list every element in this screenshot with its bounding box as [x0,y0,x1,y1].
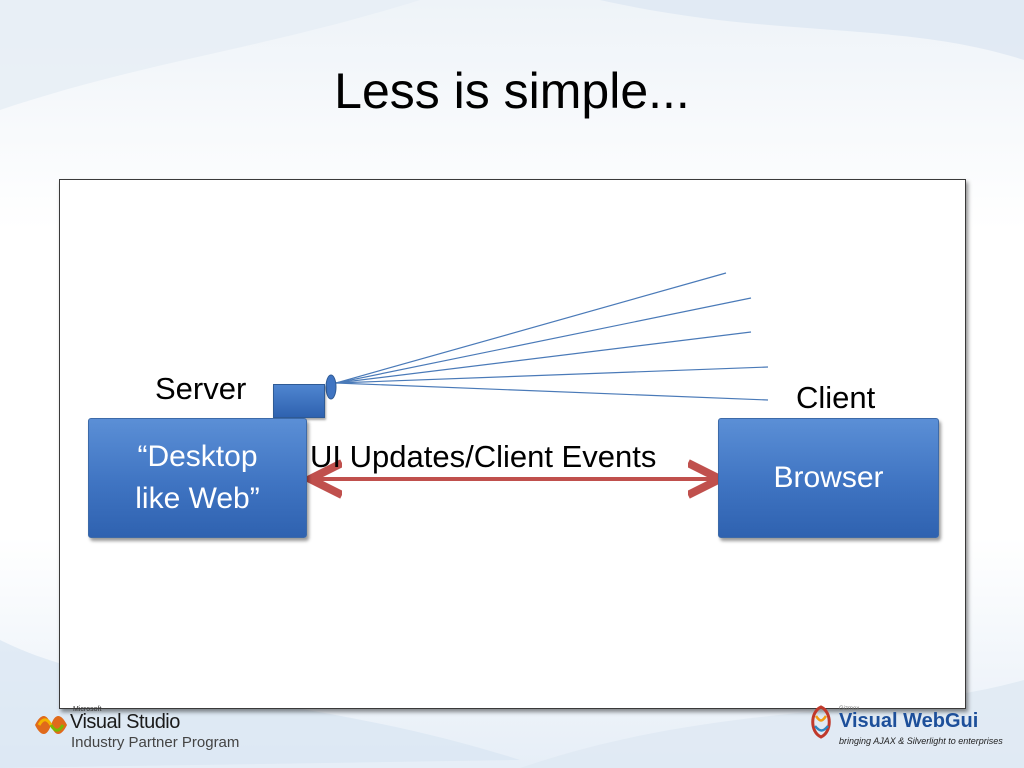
browser-box-text: Browser [773,461,884,494]
slide-title: Less is simple... [334,63,690,119]
ray [335,366,769,384]
server-box-line1: “Desktop [137,440,258,473]
ray [335,297,752,384]
wg-name: Visual WebGui [839,710,979,732]
wg-gizmox-text: Gizmox [839,706,860,712]
arrow-label: UI Updates/Client Events [310,439,657,474]
browser-box: Browser [718,418,939,538]
server-box-line2: like Web” [135,482,260,515]
server-port-box [273,384,325,418]
vs-microsoft-text: Microsoft [73,706,102,713]
wg-tagline: bringing AJAX & Silverlight to enterpris… [839,736,1003,746]
vs-subtitle: Industry Partner Program [71,734,240,751]
broadcast-rays [335,272,769,401]
server-box: “Desktop like Web” [88,418,307,538]
ray [335,272,727,384]
server-label: Server [155,371,247,406]
transmitter-node [325,374,337,400]
webgui-swirl-icon [811,705,831,739]
visual-studio-icon [35,716,67,734]
vs-name: Visual Studio [70,711,180,733]
ray [335,382,769,401]
client-label: Client [796,380,876,415]
ray [335,331,752,384]
